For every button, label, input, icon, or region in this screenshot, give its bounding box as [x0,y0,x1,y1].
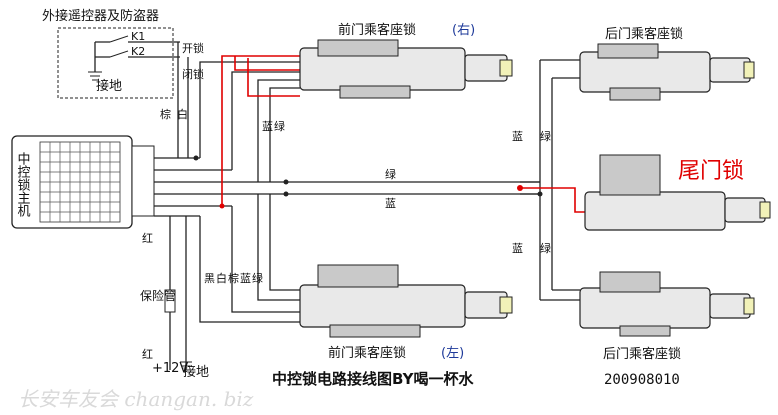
lock-rear-top-title: 后门乘客座锁 [605,26,683,42]
power-red-top-label: 红 [142,232,153,245]
lock-front-left-title: 前门乘客座锁 [328,345,406,361]
fl-blue-label: 蓝 [240,272,251,285]
power-ground-label: 接地 [183,364,209,380]
wire-green-label: 绿 [385,167,396,181]
watermark: 长安车友会 changan. biz [18,387,254,411]
k2-switch-icon [109,50,129,58]
main-harness [154,55,590,323]
power-supply: 红 保险管 红 +12V 接地 [140,216,209,380]
power-ground-icon [180,361,192,371]
fr-blue-label: 蓝 [262,120,273,133]
power-red-bottom-label: 红 [142,348,153,361]
lock-front-right-side: (右) [452,23,475,38]
lock-front-left: 前门乘客座锁 (左) [299,264,513,361]
rb-blue-label: 蓝 [512,242,523,255]
remote-alarm-box: 外接遥控器及防盗器 K1 K2 接地 开锁 闭锁 棕 白 [42,8,204,158]
wire-brown-bottom-label: 棕 [228,271,239,285]
lock-tail-gate: 尾门锁 [584,154,771,231]
main-unit-connector [131,145,155,217]
lock-rear-bottom-title: 后门乘客座锁 [603,346,681,362]
wire-white-bottom-label: 白 [216,271,227,285]
k1-switch-icon [109,35,129,43]
remote-box-title: 外接遥控器及防盗器 [42,8,159,24]
plus12v-label: +12V [152,361,188,376]
fl-green-label: 绿 [252,271,263,285]
caption-code: 200908010 [604,372,680,388]
fuse-label: 保险管 [140,288,176,303]
fr-green-label: 绿 [274,119,285,133]
open-lock-label: 开锁 [182,41,204,55]
caption-title: 中控锁电路接线图BY喝一杯水 [272,370,474,388]
lock-tail-gate-title: 尾门锁 [678,159,744,184]
rb-green-label: 绿 [540,241,551,255]
remote-box-frame [57,27,174,99]
lock-front-right-title: 前门乘客座锁 [338,22,416,38]
rt-green-label: 绿 [540,129,551,143]
lock-rear-bottom: 后门乘客座锁 [579,271,755,362]
remote-ground-label: 接地 [96,78,122,94]
k2-label: K2 [131,45,145,58]
fuse-icon [164,289,176,313]
k1-label: K1 [131,30,145,43]
lock-front-right: 前门乘客座锁 (右) [299,22,513,99]
main-unit-label: 中控锁主机 [15,152,31,218]
close-lock-label: 闭锁 [182,67,204,81]
wire-blue-label: 蓝 [385,197,396,210]
lock-rear-top: 后门乘客座锁 [579,26,755,101]
rt-blue-label: 蓝 [512,130,523,143]
wire-brown-label: 棕 [160,107,171,121]
ground-icon [88,71,102,81]
lock-front-left-side: (左) [441,346,464,361]
wire-white-label: 白 [177,107,188,121]
main-unit: 中控锁主机 [11,135,155,229]
wire-black-label: 黑 [204,272,215,285]
